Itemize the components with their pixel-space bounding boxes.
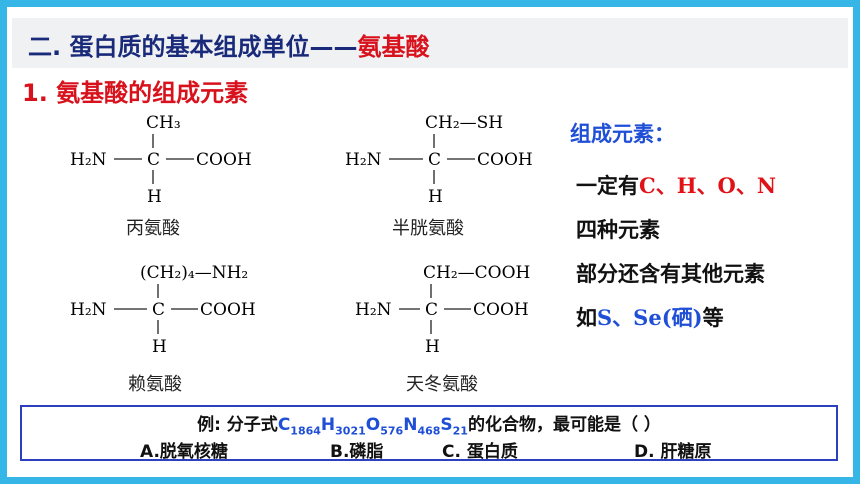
amino-label: H₂N xyxy=(70,300,107,320)
option-d[interactable]: D. 肝糖原 xyxy=(634,442,712,462)
option-a[interactable]: A.脱氧核糖 xyxy=(140,442,228,462)
option-c[interactable]: C. 蛋白质 xyxy=(442,442,518,462)
carboxyl-label: COOH xyxy=(200,300,256,320)
center-carbon-label: C xyxy=(152,300,165,320)
structure-cysteine-diagram: CH₂—SH H₂N C COOH H xyxy=(345,113,533,207)
center-carbon-label: C xyxy=(428,150,441,170)
question-stem: 例: 分子式C1864H3021O576N468S21的化合物，最可能是（ ） xyxy=(22,410,836,437)
carboxyl-label: COOH xyxy=(196,150,252,170)
example-elements: S、Se(硒) xyxy=(597,305,703,330)
elements-line-count: 四种元素 xyxy=(576,218,660,242)
title-bar xyxy=(12,18,848,68)
question-prefix: 例: 分子式 xyxy=(197,415,278,435)
structure-aspartate: CH₂—COOH H₂N C COOH H xyxy=(345,258,555,358)
elements-line-example: 如S、Se(硒)等 xyxy=(576,296,845,340)
question-box: 例: 分子式C1864H3021O576N468S21的化合物，最可能是（ ） … xyxy=(20,405,838,462)
elements-panel: 组成元素： 一定有C、H、O、N 四种元素 部分还含有其他元素 如S、Se(硒)… xyxy=(570,118,845,340)
amino-acid-name-alanine: 丙氨酸 xyxy=(126,218,180,239)
hydrogen-label: H xyxy=(425,337,440,357)
option-b[interactable]: B.磷脂 xyxy=(330,442,384,462)
amino-acid-name-cysteine: 半胱氨酸 xyxy=(392,218,464,239)
structure-alanine: CH₃ H₂N C COOH H xyxy=(70,108,270,208)
elements-line-required: 一定有C、H、O、N xyxy=(576,164,845,208)
structure-lysine: (CH₂)₄—NH₂ H₂N C COOH H xyxy=(70,258,280,358)
center-carbon-label: C xyxy=(425,300,438,320)
amino-label: H₂N xyxy=(355,300,392,320)
r-group-label: CH₃ xyxy=(146,113,181,133)
elements-line-other: 部分还含有其他元素 xyxy=(576,262,765,286)
question-suffix: 的化合物，最可能是（ ） xyxy=(467,415,661,435)
structure-cysteine: CH₂—SH H₂N C COOH H xyxy=(345,108,555,208)
r-group-label: (CH₂)₄—NH₂ xyxy=(140,263,248,283)
carboxyl-label: COOH xyxy=(473,300,529,320)
title-prefix: 二. 蛋白质的基本组成单位—— xyxy=(28,33,358,61)
amino-acid-name-aspartate: 天冬氨酸 xyxy=(406,374,478,395)
structure-aspartate-diagram: CH₂—COOH H₂N C COOH H xyxy=(355,263,530,357)
amino-acid-name-lysine: 赖氨酸 xyxy=(128,374,182,395)
slide-title: 二. 蛋白质的基本组成单位——氨基酸 xyxy=(28,27,429,62)
hydrogen-label: H xyxy=(428,187,443,207)
required-prefix: 一定有 xyxy=(576,174,639,198)
hydrogen-label: H xyxy=(147,187,162,207)
amino-label: H₂N xyxy=(70,150,107,170)
r-group-label: CH₂—COOH xyxy=(423,263,530,283)
carboxyl-label: COOH xyxy=(477,150,533,170)
example-suffix: 等 xyxy=(702,306,724,330)
amino-label: H₂N xyxy=(345,150,382,170)
r-group-label: CH₂—SH xyxy=(425,113,503,133)
example-prefix: 如 xyxy=(576,306,597,330)
structure-alanine-diagram: CH₃ H₂N C COOH H xyxy=(70,113,252,207)
center-carbon-label: C xyxy=(147,150,160,170)
title-highlight: 氨基酸 xyxy=(357,33,430,61)
hydrogen-label: H xyxy=(152,337,167,357)
structure-lysine-diagram: (CH₂)₄—NH₂ H₂N C COOH H xyxy=(70,263,256,357)
section-title: 1. 氨基酸的组成元素 xyxy=(22,79,249,107)
molecular-formula: C1864H3021O576N468S21 xyxy=(277,415,468,438)
elements-heading: 组成元素： xyxy=(570,122,675,146)
required-elements: C、H、O、N xyxy=(639,173,777,198)
